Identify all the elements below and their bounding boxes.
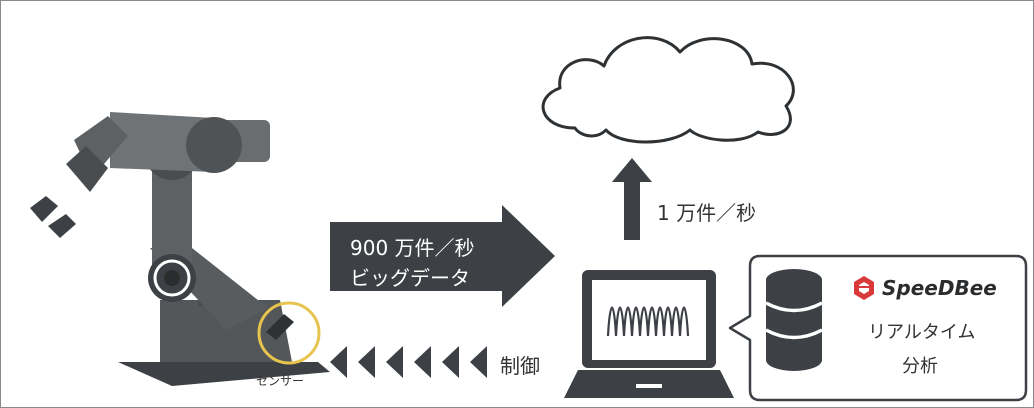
cloud-rate-label: 1 万件／秒 [657, 201, 757, 225]
robot-arm-icon [30, 112, 330, 386]
speedbee-callout [728, 254, 1028, 402]
waveform-graphic [606, 306, 690, 337]
big-data-arrow [330, 205, 555, 307]
control-label: 制御 [500, 354, 540, 378]
speedbee-logo-icon [854, 276, 874, 300]
sensor-label: センサー [256, 374, 305, 388]
upload-arrow [612, 158, 652, 240]
laptop-icon [564, 270, 734, 398]
database-icon [765, 269, 823, 371]
analysis-label: 分析 [902, 356, 938, 377]
control-chevrons [330, 346, 487, 378]
cloud-icon [541, 36, 795, 144]
big-data-rate-label: 900 万件／秒 [350, 236, 475, 260]
big-data-label: ビッグデータ [350, 266, 470, 290]
realtime-label: リアルタイム [868, 322, 976, 343]
sensor-highlight-ring [257, 301, 321, 365]
speedbee-brand: SpeeDBee [882, 276, 997, 300]
